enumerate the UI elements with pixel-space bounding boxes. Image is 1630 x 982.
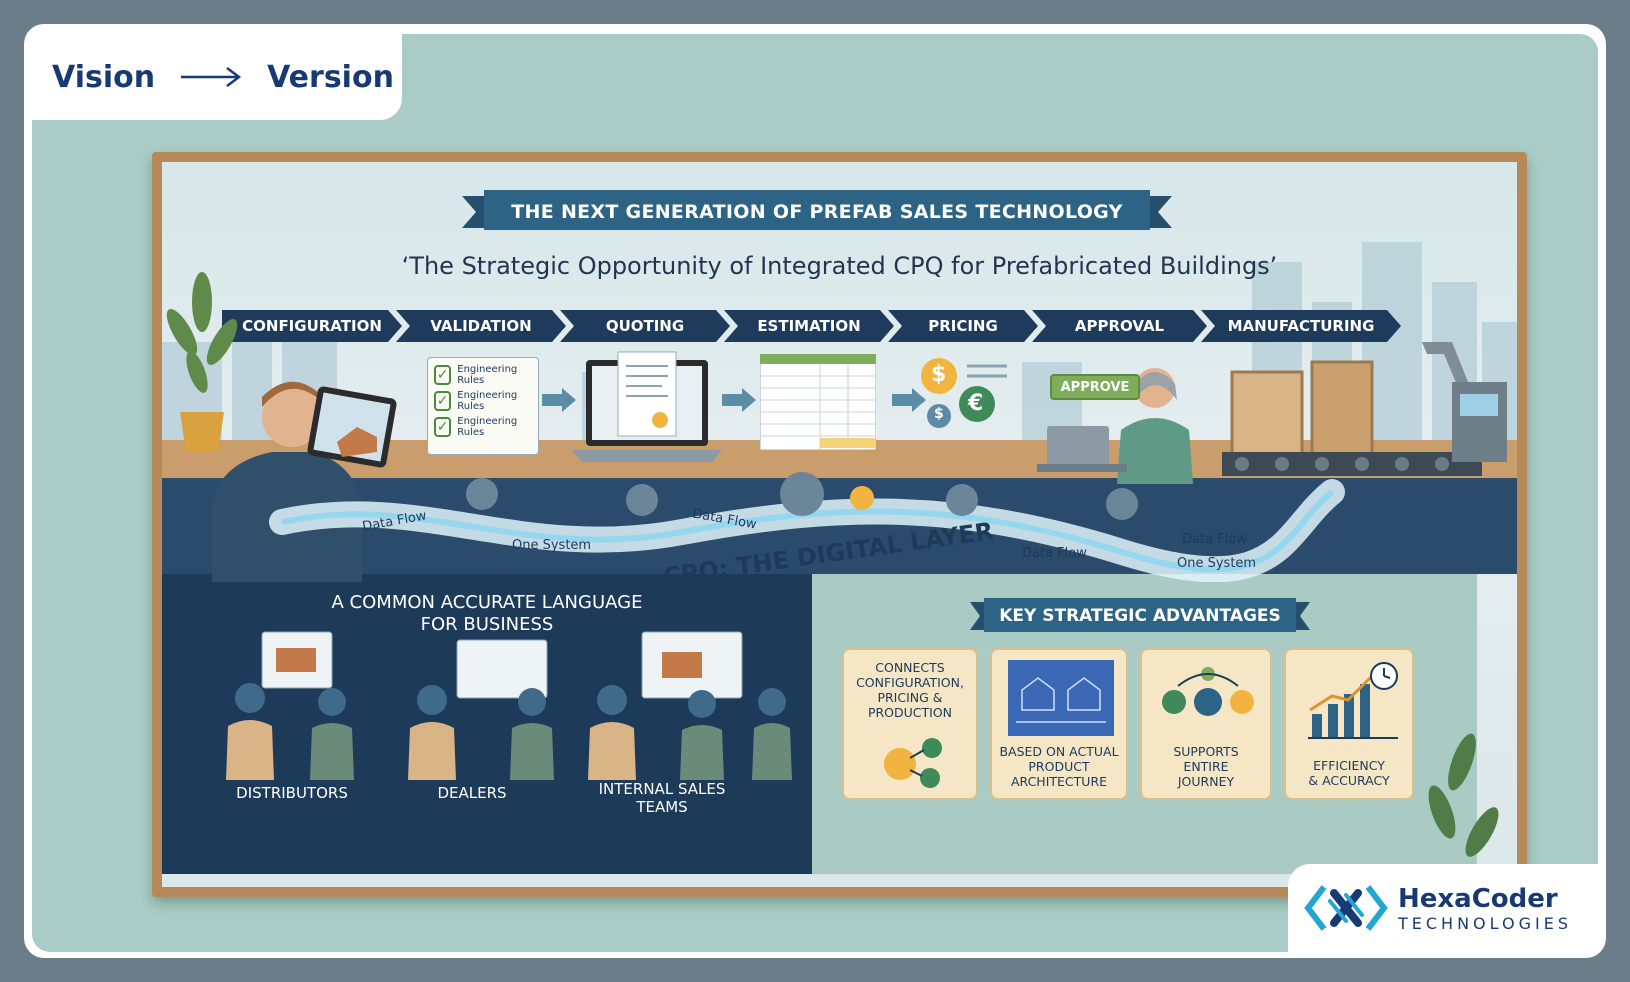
currency-icons — [921, 358, 1007, 428]
step-configuration: CONFIGURATION — [222, 310, 402, 342]
flow-label: One System — [1177, 556, 1257, 571]
approver-person — [1037, 368, 1193, 484]
rule-row: ✓Engineering Rules — [434, 364, 532, 386]
growth-chart-icon — [1308, 662, 1398, 739]
hexacoder-logo-icon — [1304, 885, 1388, 931]
blueprint-icon — [1008, 660, 1114, 736]
rule-row: ✓Engineering Rules — [434, 390, 532, 412]
advantages-ribbon: KEY STRATEGIC ADVANTAGES — [970, 598, 1310, 634]
flow-label: Data Flow — [1182, 532, 1247, 547]
subtitle: ‘The Strategic Opportunity of Integrated… — [401, 252, 1278, 280]
header-ribbon: THE NEXT GENERATION OF PREFAB SALES TECH… — [462, 190, 1172, 234]
dollar-symbol: $ — [931, 362, 947, 387]
common-language-title: A COMMON ACCURATE LANGUAGE FOR BUSINESS — [331, 592, 643, 635]
title-tab: Vision Version — [32, 34, 402, 120]
engineering-rules-checklist: ✓Engineering Rules ✓Engineering Rules ✓E… — [427, 357, 539, 455]
step-quoting: QUOTING — [560, 310, 730, 342]
flow-arrows — [542, 388, 926, 412]
infographic-background: Vision Version — [32, 34, 1598, 952]
logo-name: HexaCoder — [1398, 883, 1558, 914]
advantage-card-architecture: BASED ON ACTUAL PRODUCT ARCHITECTURE — [990, 648, 1128, 800]
logo-subtitle: TECHNOLOGIES — [1398, 913, 1572, 933]
advantage-card-efficiency: EFFICIENCY & ACCURACY — [1284, 648, 1414, 800]
step-pricing: PRICING — [888, 310, 1038, 342]
estimation-spreadsheet-icon — [760, 354, 876, 450]
hexacoder-logo: HexaCoder TECHNOLOGIES — [1288, 864, 1598, 952]
check-icon: ✓ — [434, 417, 452, 437]
advantages-title: KEY STRATEGIC ADVANTAGES — [999, 606, 1281, 626]
group-distributors: DISTRIBUTORS — [236, 784, 348, 802]
group-internal-sales-teams: INTERNAL SALES TEAMS — [598, 780, 726, 816]
rule-row: ✓Engineering Rules — [434, 416, 532, 438]
manufacturing-line — [1222, 342, 1507, 476]
common-language-panel — [162, 574, 812, 874]
card: Vision Version — [24, 24, 1606, 958]
journey-gears-icon — [1162, 667, 1254, 716]
ribbon-title: THE NEXT GENERATION OF PREFAB SALES TECH… — [511, 201, 1123, 223]
advantage-card-connects: CONNECTS CONFIGURATION, PRICING & PRODUC… — [842, 648, 978, 800]
plant-illustration — [166, 272, 238, 452]
wooden-frame: THE NEXT GENERATION OF PREFAB SALES TECH… — [152, 152, 1527, 897]
laptop-quote-icon — [572, 351, 722, 462]
advantage-card-journey: SUPPORTS ENTIRE JOURNEY — [1140, 648, 1272, 800]
network-icon — [884, 738, 942, 788]
flow-label: Data Flow — [1022, 546, 1087, 561]
check-icon: ✓ — [434, 365, 452, 385]
process-steps: CONFIGURATION VALIDATION QUOTING ESTIMAT… — [222, 310, 1395, 342]
teams-illustration — [226, 631, 792, 780]
flow-label: One System — [512, 538, 592, 553]
leaves-decoration — [1428, 733, 1499, 857]
dollar-symbol-small: $ — [934, 406, 944, 422]
group-dealers: DEALERS — [437, 784, 507, 802]
step-estimation: ESTIMATION — [724, 310, 894, 342]
euro-symbol: € — [968, 391, 984, 416]
arrow-right-icon — [181, 67, 242, 87]
step-manufacturing: MANUFACTURING — [1201, 310, 1401, 342]
digital-layer-wave — [269, 472, 1345, 582]
approve-button-graphic: APPROVE — [1050, 374, 1140, 400]
whiteboard: THE NEXT GENERATION OF PREFAB SALES TECH… — [162, 162, 1517, 887]
step-validation: VALIDATION — [396, 310, 566, 342]
version-label: Version — [267, 59, 394, 95]
check-icon: ✓ — [434, 391, 452, 411]
step-approval: APPROVAL — [1032, 310, 1207, 342]
vision-label: Vision — [52, 59, 156, 95]
